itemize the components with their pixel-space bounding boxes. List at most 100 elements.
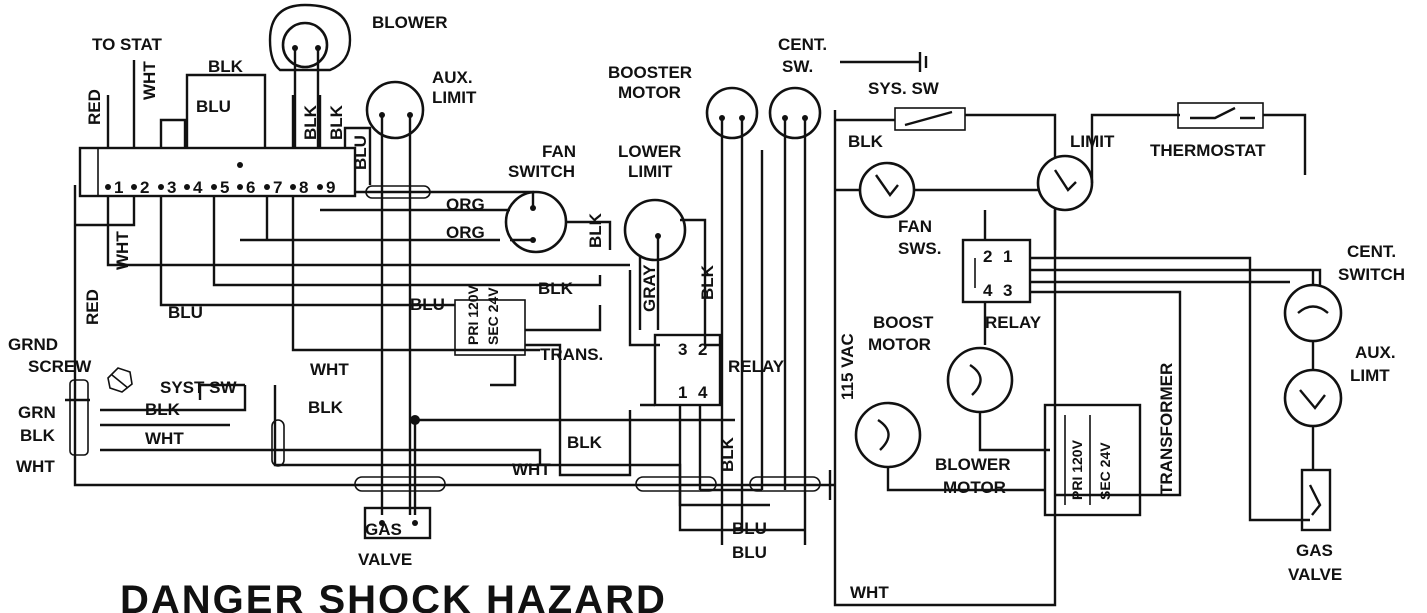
- relay-pin-4: 4: [698, 383, 708, 402]
- blk-right-label: BLK: [848, 132, 884, 151]
- gas-valve-left: [363, 506, 432, 540]
- left-relay: 3 2 1 4: [653, 333, 722, 407]
- transformer-sec: SEC 24V: [1097, 442, 1113, 500]
- limit-switch: [1036, 154, 1094, 212]
- blu-left-label: BLU: [168, 303, 203, 322]
- wht-wire-label: WHT: [145, 429, 184, 448]
- blu-vertical-label: BLU: [351, 135, 370, 170]
- terminal-8: 8: [299, 178, 308, 197]
- fan-relay-right: 2 1 4 3: [961, 238, 1032, 304]
- left-transformer: PRI 120V SEC 24V: [454, 284, 526, 356]
- booster-motor-label-2: MOTOR: [618, 83, 681, 102]
- terminal-9: 9: [326, 178, 335, 197]
- fan-sws-label-2: SWS.: [898, 239, 941, 258]
- wht-mid-label: WHT: [310, 360, 349, 379]
- to-stat-label: TO STAT: [92, 35, 163, 54]
- grn-label: GRN: [18, 403, 56, 422]
- cent-switch-label-2: SWITCH: [1338, 265, 1405, 284]
- terminal-1: 1: [114, 178, 123, 197]
- grnd-label-1: GRND: [8, 335, 58, 354]
- gas-valve-right: [1300, 468, 1332, 532]
- blu-mid-label: BLU: [410, 295, 445, 314]
- aux-limit-label-2: LIMIT: [432, 88, 477, 107]
- cent-switch-label-1: CENT.: [1347, 242, 1396, 261]
- blower-motor: [854, 401, 922, 469]
- blower: [268, 3, 352, 72]
- limit-switch-left: [858, 161, 916, 219]
- lower-limit: [623, 198, 687, 262]
- relay-right-pin-4: 4: [983, 281, 993, 300]
- gas-valve-label-2: VALVE: [358, 550, 412, 569]
- terminal-2: 2: [140, 178, 149, 197]
- sys-sw-label: SYS. SW: [868, 79, 940, 98]
- transformer-pri: PRI 120V: [1069, 439, 1085, 500]
- blk-top-label: BLK: [208, 57, 244, 76]
- relay-right-pin-3: 3: [1003, 281, 1012, 300]
- transformer: PRI 120V SEC 24V: [1043, 403, 1142, 517]
- blu-bottom-label-1: BLU: [732, 519, 767, 538]
- wht-left-label: WHT: [113, 231, 132, 270]
- relay-right-pin-2: 2: [983, 247, 992, 266]
- boost-motor-label-1: BOOST: [873, 313, 934, 332]
- relay-left-label: RELAY: [728, 357, 785, 376]
- left-transformer-sec: SEC 24V: [485, 287, 501, 345]
- terminal-strip: [78, 146, 357, 198]
- grnd-label-2: SCREW: [28, 357, 92, 376]
- aux-limit: [365, 80, 425, 140]
- booster-motor: [705, 86, 759, 140]
- blk-wire-label: BLK: [145, 400, 181, 419]
- blk-lower-label: BLK: [567, 433, 603, 452]
- blk-mid-label: BLK: [538, 279, 574, 298]
- blower-motor-label-1: BLOWER: [935, 455, 1011, 474]
- relay-pin-2: 2: [698, 340, 707, 359]
- syst-sw-label: SYST SW: [160, 378, 237, 397]
- red-vertical-label: RED: [85, 89, 104, 125]
- blk-vertical-label-2: BLK: [327, 104, 346, 140]
- org-label-1: ORG: [446, 195, 485, 214]
- trans-label: TRANS.: [540, 345, 603, 364]
- gas-valve-label-1: GAS: [365, 520, 402, 539]
- blk-vertical-label-1: BLK: [301, 104, 320, 140]
- blk-in-label: BLK: [20, 426, 56, 445]
- boost-motor-label-2: MOTOR: [868, 335, 931, 354]
- terminal-6: 6: [246, 178, 255, 197]
- red-left-label: RED: [83, 289, 102, 325]
- system-switch: [894, 107, 966, 131]
- blower-label: BLOWER: [372, 13, 448, 32]
- fan-switch-label-1: FAN: [542, 142, 576, 161]
- relay-right-pin-1: 1: [1003, 247, 1012, 266]
- terminal-5: 5: [220, 178, 229, 197]
- terminal-4: 4: [193, 178, 203, 197]
- gas-valve-right-label-1: GAS: [1296, 541, 1333, 560]
- ground-screw: [107, 367, 133, 393]
- terminal-numbers: 1 2 3 4 5 6 7 8 9: [114, 178, 335, 197]
- thermostat: [1177, 102, 1264, 129]
- transformer-label: TRANSFORMER: [1157, 363, 1176, 495]
- wht-vertical-label: WHT: [140, 61, 159, 100]
- left-transformer-pri: PRI 120V: [465, 284, 481, 345]
- centrifugal-switch-right: [1283, 283, 1343, 343]
- fan-switch: [504, 190, 568, 254]
- aux-limit-right: [1283, 368, 1343, 428]
- terminal-7: 7: [273, 178, 282, 197]
- boost-motor: [946, 346, 1014, 414]
- fan-switch-label-2: SWITCH: [508, 162, 575, 181]
- relay-right-label: RELAY: [985, 313, 1042, 332]
- aux-limit-label-1: AUX.: [432, 68, 473, 87]
- cent-sw-label-1: CENT.: [778, 35, 827, 54]
- danger-shock-hazard: DANGER SHOCK HAZARD: [120, 578, 667, 613]
- relay-pin-3: 3: [678, 340, 687, 359]
- vac-label: 115 VAC: [838, 333, 857, 400]
- blk-fan-label: BLK: [586, 212, 605, 248]
- org-label-2: ORG: [446, 223, 485, 242]
- centrifugal-switch: [768, 86, 822, 140]
- booster-motor-label-1: BOOSTER: [608, 63, 692, 82]
- blk-relay-vertical-label: BLK: [718, 436, 737, 472]
- blu-bottom-label-2: BLU: [732, 543, 767, 562]
- wht-bottom-label: WHT: [512, 460, 551, 479]
- gray-label: GRAY: [640, 264, 659, 312]
- wht-right-label: WHT: [850, 583, 889, 602]
- blower-motor-label-2: MOTOR: [943, 478, 1006, 497]
- fan-sws-label-1: FAN: [898, 217, 932, 236]
